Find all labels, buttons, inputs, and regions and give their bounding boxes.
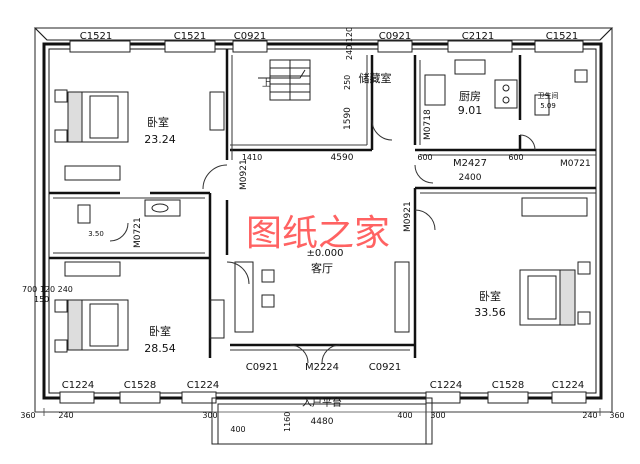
staircase [258, 59, 311, 101]
dim-240-left: 240 [58, 411, 73, 420]
door-m0718: M0718 [423, 109, 433, 140]
bathroom-fixtures [77, 69, 588, 224]
dim-400-right: 400 [397, 411, 412, 420]
bed-bottom-left [54, 299, 129, 353]
dim-240-120: 240 120 [345, 27, 354, 60]
interior-walls [49, 49, 596, 358]
window-bottom-6: C1224 [430, 380, 462, 391]
window-top-2: C1521 [174, 31, 206, 42]
dim-250: 250 [343, 75, 352, 90]
window-top-3: C0921 [234, 31, 266, 42]
room-name-living: 客厅 [311, 261, 333, 275]
stair-up-label: 上 [262, 78, 271, 89]
bed-top-left [54, 89, 129, 143]
window-top-6: C1521 [546, 31, 578, 42]
wc-right-area: 5.09 [540, 102, 556, 110]
window-bottom-2: C1528 [124, 380, 156, 391]
room-area-bedroom-r: 33.56 [474, 306, 506, 319]
window-bottom-7: C1528 [492, 380, 524, 391]
room-name-bedroom-bl: 卧室 [149, 324, 171, 338]
dim-2400: 2400 [459, 173, 482, 183]
window-top-4: C0921 [379, 31, 411, 42]
dim-360-right: 360 [609, 411, 624, 420]
room-name-bedroom-r: 卧室 [479, 289, 501, 303]
window-bottom-5: C0921 [369, 362, 401, 373]
window-bottom-8: C1224 [552, 380, 584, 391]
dim-4480: 4480 [311, 417, 334, 427]
door-m0921-a: M0921 [239, 159, 249, 190]
room-name-entry: 入户平台 [302, 396, 342, 409]
room-name-storage: 储藏室 [359, 71, 392, 85]
bottom-windows [59, 391, 587, 404]
window-top-1: C1521 [80, 31, 112, 42]
kitchen-fixtures [424, 59, 518, 109]
dim-700-120-240: 700 120 240 [22, 285, 73, 294]
dim-1590: 1590 [343, 107, 353, 130]
room-area-kitchen: 9.01 [458, 104, 483, 117]
door-m2427: M2427 [453, 158, 487, 169]
wc-right-name: 卫生间 [538, 91, 559, 100]
top-windows [69, 40, 584, 53]
bed-right [519, 261, 591, 326]
dim-360-left: 360 [20, 411, 35, 420]
window-bottom-4: C0921 [246, 362, 278, 373]
living-level: ±0.000 [306, 248, 343, 259]
dimension-lines [35, 144, 612, 420]
door-m0721-left: M0721 [133, 217, 143, 248]
room-name-kitchen: 厨房 [459, 90, 481, 103]
dim-600-left: 600 [417, 153, 432, 162]
window-bottom-1: C1224 [62, 380, 94, 391]
dim-300-right: 300 [430, 411, 445, 420]
dim-240-right: 240 [582, 411, 597, 420]
dim-400-left: 400 [230, 425, 245, 434]
door-swings [109, 119, 536, 364]
dim-300-left: 300 [202, 411, 217, 420]
room-name-bedroom-tl: 卧室 [147, 115, 169, 129]
room-area-bedroom-tl: 23.24 [144, 133, 176, 146]
door-m0721-right: M0721 [560, 159, 591, 169]
dim-1410: 1410 [242, 153, 262, 162]
watermark-text: 图纸之家 [246, 213, 390, 254]
window-top-5: C2121 [462, 31, 494, 42]
wardrobes [64, 91, 588, 339]
dim-1160: 1160 [283, 412, 292, 432]
window-bottom-3: C1224 [187, 380, 219, 391]
room-area-bedroom-bl: 28.54 [144, 342, 176, 355]
door-m0921-b: M0921 [403, 201, 413, 232]
dim-4590: 4590 [331, 153, 354, 163]
dim-600-right: 600 [508, 153, 523, 162]
wc-left-area: 3.50 [88, 230, 104, 238]
entry-platform [211, 397, 433, 445]
dim-150: 150 [34, 295, 49, 304]
door-m2224: M2224 [305, 362, 339, 373]
